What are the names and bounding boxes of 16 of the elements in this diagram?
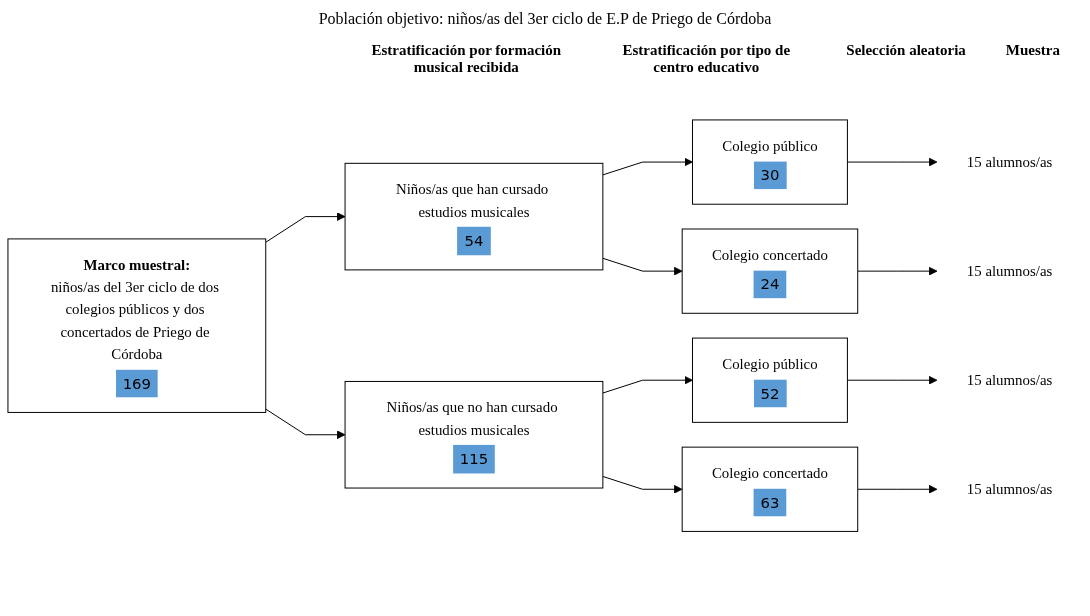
node-box: Niños/as que no han cursado estudios musicales 115: [344, 381, 604, 489]
node-text: 15 alumnos/as: [966, 154, 1053, 171]
column-heading: Estratificación por formación musical recibida: [370, 42, 563, 76]
node-box: Colegio público 30: [692, 119, 848, 206]
column-heading: Muestra: [1005, 42, 1060, 60]
node-text: 15 alumnos/as: [966, 372, 1053, 389]
diagram-title: Población objetivo: niños/as del 3er ciclo de E.P de Priego de Córdoba: [317, 10, 773, 28]
node-box: Colegio concertado 24: [681, 228, 859, 315]
node-box: Colegio público 52: [692, 337, 848, 424]
column-heading: Estratificación por tipo de centro educativo: [621, 42, 792, 76]
node-box: Niños/as que han cursado estudios musicales 54: [344, 163, 604, 271]
node-text: 15 alumnos/as: [966, 263, 1053, 280]
node-text: 15 alumnos/as: [966, 481, 1053, 498]
node-box: Colegio concertado 63: [681, 446, 859, 533]
column-heading: Selección aleatoria: [846, 42, 966, 60]
node-box: Marco muestral: niños/as del 3er ciclo de dos colegios públicos y dos concertados de Priego de Córdoba 169: [7, 238, 267, 414]
